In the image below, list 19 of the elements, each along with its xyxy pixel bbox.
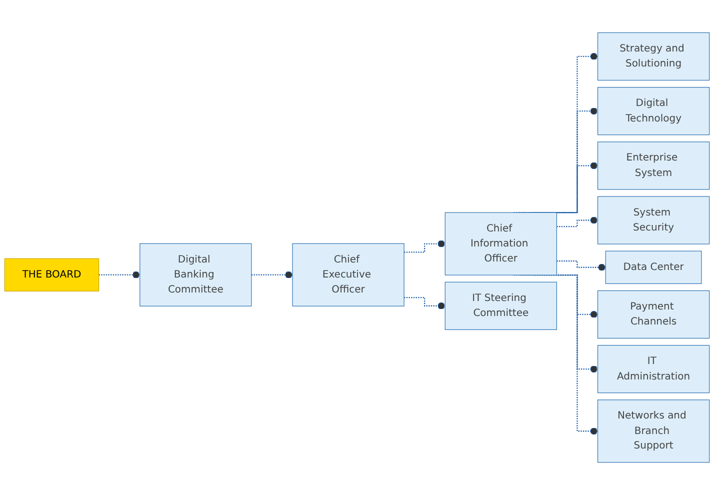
node-box: Chief Executive Officer	[292, 243, 404, 306]
node-box: Digital Technology	[597, 86, 710, 136]
connector	[556, 216, 598, 228]
node-box: Networks and Branch Support	[597, 400, 710, 463]
node-box: Strategy and Solutioning	[597, 32, 710, 80]
connector	[404, 240, 446, 253]
node-box: Chief Information Officer	[444, 212, 557, 276]
node-box: Data Center	[605, 250, 702, 284]
node-box: IT Administration	[597, 344, 710, 394]
connector	[404, 296, 446, 310]
node-box: THE BOARD	[4, 258, 100, 292]
connector	[251, 271, 294, 278]
node-box: System Security	[597, 196, 710, 244]
connector	[556, 260, 606, 271]
connector	[98, 271, 140, 278]
node-box: Payment Channels	[597, 290, 710, 338]
node-box: Enterprise System	[597, 142, 710, 190]
node-box: Digital Banking Committee	[140, 243, 252, 306]
node-box: IT Steering Committee	[444, 282, 557, 330]
